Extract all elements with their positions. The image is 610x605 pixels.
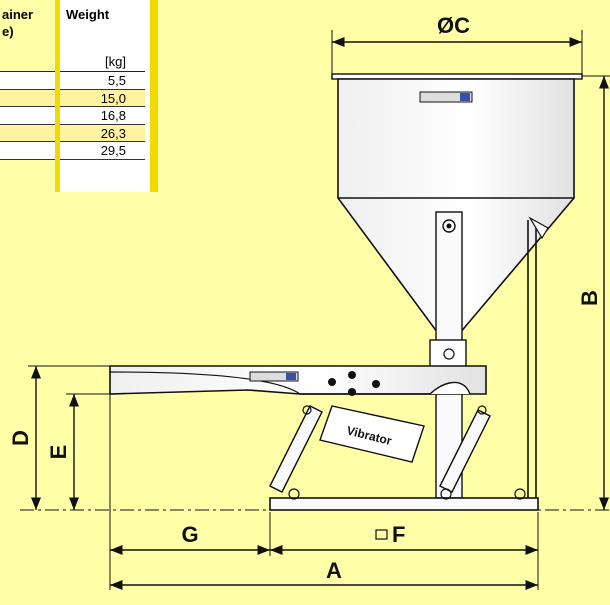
table-row: [60, 72, 145, 89]
square-symbol-icon: [375, 529, 388, 540]
table-header-weight: Weight: [66, 7, 110, 22]
table-rule: [60, 158, 145, 160]
table-rule: [60, 71, 145, 72]
dimension-e: E: [46, 393, 110, 510]
dimension-d-label: D: [8, 430, 33, 446]
table-row: [0, 124, 55, 141]
table-row: [60, 107, 145, 124]
vibrator: Vibrator: [269, 405, 491, 493]
table-header-left: ainer e): [2, 6, 33, 40]
table-rule: [60, 141, 145, 142]
table-rule: [0, 141, 55, 142]
dimension-f-label: F: [392, 522, 405, 547]
table-unit: [kg]: [105, 54, 126, 69]
weight-cell: 5,5: [107, 73, 126, 88]
table-header-left-line1: ainer: [2, 7, 34, 22]
table-row: [0, 72, 55, 89]
dimension-a: A: [110, 558, 538, 591]
table-rule: [60, 106, 145, 107]
dimension-oc-label: ØC: [437, 13, 470, 38]
dimension-b-label: B: [577, 290, 602, 306]
weight-cell: 15,0: [100, 90, 126, 106]
weight-cell: 29,5: [100, 143, 126, 158]
table-rule: [60, 123, 145, 125]
table-rule: [0, 71, 55, 72]
table-rule: [0, 123, 55, 125]
table-row: [0, 89, 55, 106]
table-header-left-line2: e): [2, 24, 14, 39]
table-row: [0, 142, 55, 159]
table-rule: [0, 88, 55, 90]
table-rule: [0, 158, 55, 160]
dimension-f: F: [270, 522, 538, 556]
base-plate: [269, 488, 539, 511]
manufacturer-logo: [249, 371, 299, 382]
table-rule: [60, 88, 145, 90]
dimension-a-label: A: [326, 558, 342, 583]
manufacturer-logo: [419, 91, 473, 103]
weight-cell: 26,3: [100, 125, 126, 141]
feeder-trough: [109, 365, 487, 396]
dimension-b: B: [577, 75, 610, 510]
right-strut: [527, 216, 549, 500]
table-row: [60, 124, 145, 141]
dimension-g-label: G: [181, 522, 198, 547]
dimension-e-label: E: [46, 445, 71, 460]
weight-cell: 16,8: [100, 108, 126, 123]
table-rule: [0, 106, 55, 107]
dimension-d: D: [8, 365, 110, 510]
dimension-g: G: [110, 522, 270, 556]
table-row: [0, 107, 55, 124]
dimension-oc: ØC: [331, 13, 583, 74]
weight-table: ainer e) Weight [kg] 5,5 15,0 16,8 26,3 29,5: [0, 0, 158, 192]
table-row: [60, 142, 145, 159]
table-row: [60, 89, 145, 106]
